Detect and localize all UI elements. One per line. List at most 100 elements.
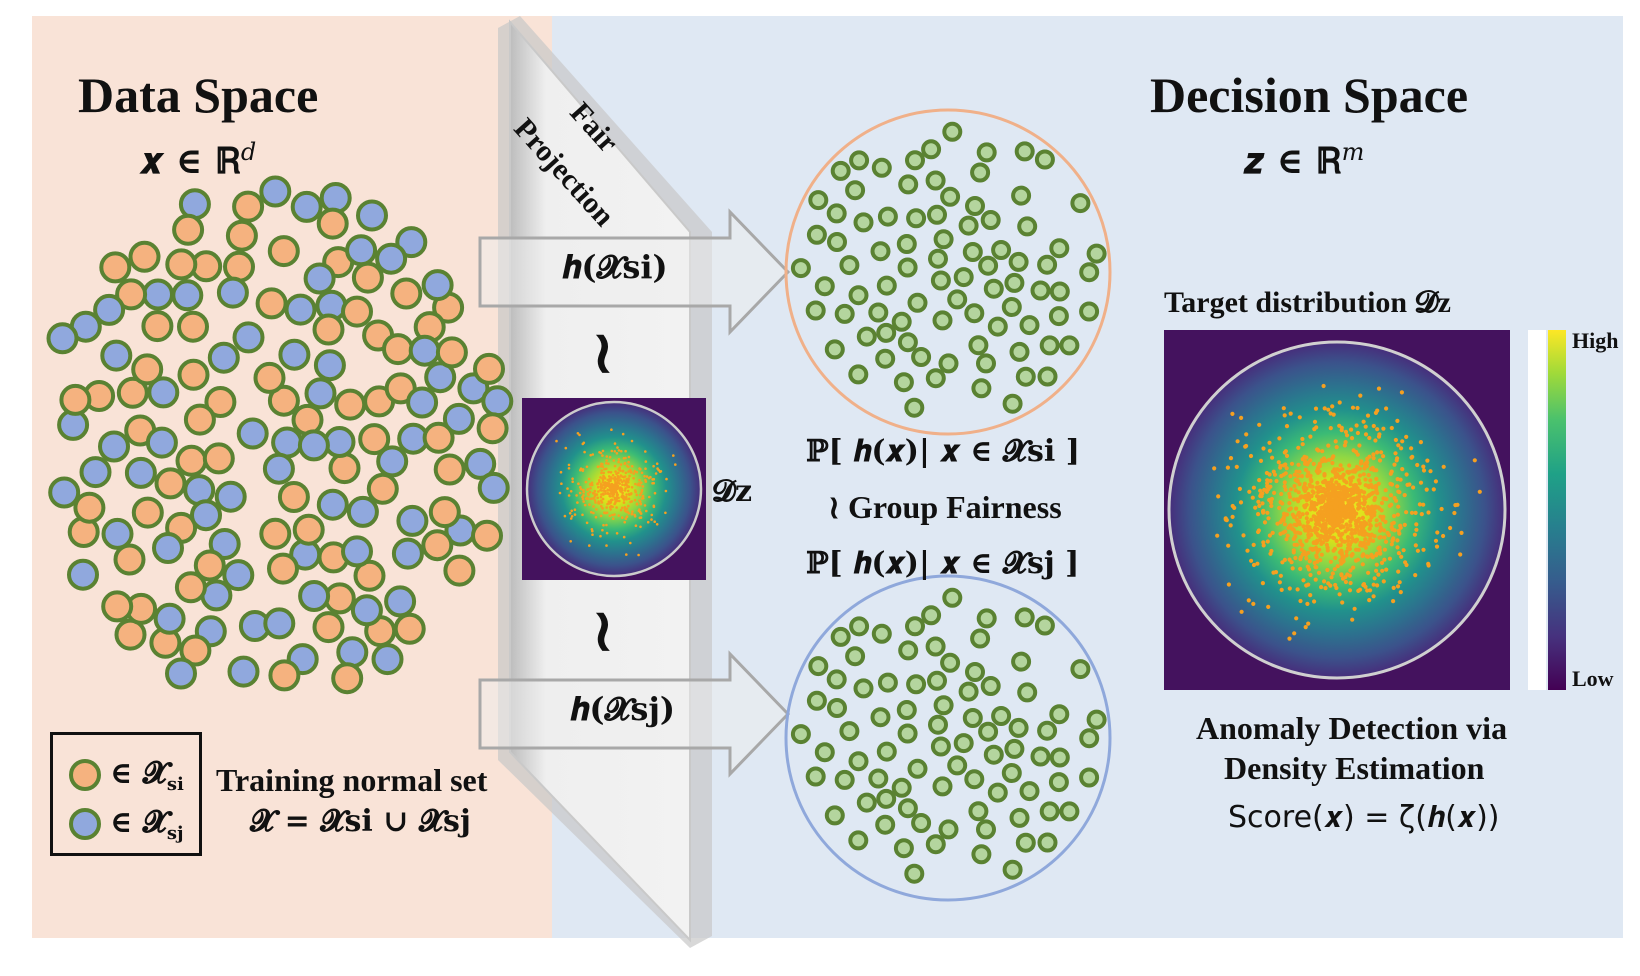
small-target-sample [637, 482, 640, 485]
small-target-sample [610, 483, 614, 486]
small-target-sample [615, 452, 619, 455]
target-sample [1323, 458, 1328, 463]
target-sample [1363, 537, 1368, 542]
target-sample [1414, 527, 1419, 532]
group-i-point [225, 219, 258, 252]
target-sample [1351, 483, 1356, 488]
legend-group-j-text: ∈ 𝓧 [110, 805, 167, 840]
target-sample [1398, 590, 1403, 595]
target-sample [1250, 495, 1255, 500]
small-target-sample [627, 465, 630, 469]
target-sample [1373, 438, 1378, 443]
target-sample [1283, 462, 1288, 467]
target-sample [1418, 480, 1424, 485]
small-target-sample [588, 503, 591, 506]
target-sample [1347, 493, 1352, 498]
group-i-projected-point [976, 353, 996, 374]
group-i-projected-point [893, 372, 914, 393]
target-sample [1390, 537, 1395, 542]
small-target-sample [632, 472, 636, 475]
target-sample [1314, 485, 1320, 490]
small-target-sample [652, 504, 656, 508]
target-sample [1277, 580, 1282, 585]
target-sample [1324, 510, 1329, 515]
target-sample [1357, 443, 1362, 448]
group-i-point [267, 235, 300, 268]
target-sample [1328, 583, 1333, 588]
small-target-sample [564, 446, 568, 450]
target-sample [1304, 516, 1309, 521]
group-j-projected-point [947, 755, 968, 776]
small-target-sample [582, 494, 585, 497]
small-target-sample [589, 483, 592, 487]
group-i-point [393, 612, 426, 645]
group-j-projected-point [1037, 720, 1058, 741]
small-target-sample [560, 482, 563, 486]
target-sample [1272, 490, 1277, 495]
target-sample [1368, 522, 1373, 528]
group-j-projected-point [853, 678, 874, 699]
group-i-projected-point [814, 276, 835, 297]
small-target-sample [621, 470, 625, 473]
target-sample [1330, 455, 1335, 461]
target-sample [1328, 559, 1333, 564]
target-sample [1333, 555, 1338, 561]
target-sample [1298, 539, 1303, 544]
small-target-sample [672, 454, 675, 457]
target-sample [1367, 518, 1372, 524]
small-target-sample [624, 481, 628, 485]
group-j-projected-point [1079, 767, 1100, 788]
target-sample [1350, 469, 1355, 474]
target-sample [1325, 515, 1330, 520]
group-i-projected-point [1037, 366, 1058, 387]
target-sample [1306, 550, 1311, 555]
target-sample [1256, 529, 1261, 535]
target-sample [1319, 499, 1324, 505]
target-sample [1306, 470, 1311, 475]
group-j-point [100, 339, 133, 372]
target-sample [1296, 462, 1301, 467]
small-target-sample [653, 491, 657, 495]
group-i-projected-point [868, 302, 889, 323]
target-sample [1278, 573, 1283, 578]
group-j-projected-point [845, 646, 866, 667]
target-sample [1308, 434, 1313, 439]
target-sample [1331, 510, 1336, 515]
target-sample [1278, 465, 1283, 470]
target-sample [1261, 543, 1266, 548]
target-sample [1243, 444, 1248, 449]
target-sample [1340, 600, 1345, 605]
target-sample [1365, 554, 1371, 559]
group-i-point [353, 559, 386, 592]
group-j-point [290, 190, 323, 223]
decision-space-title: Decision Space [1150, 67, 1469, 123]
small-target-sample [595, 493, 599, 496]
small-target-sample [612, 477, 615, 480]
small-target-sample [608, 455, 612, 459]
target-sample [1287, 491, 1292, 496]
target-sample [1325, 567, 1330, 573]
target-sample [1376, 572, 1381, 577]
target-sample [1282, 557, 1287, 563]
small-target-sample [629, 541, 632, 545]
group-j-projected-point [1004, 738, 1025, 759]
target-sample [1257, 503, 1262, 508]
small-target-sample [614, 470, 617, 473]
target-sample [1345, 572, 1350, 577]
small-target-sample [599, 476, 602, 479]
target-sample [1350, 617, 1355, 622]
target-sample [1332, 567, 1337, 572]
target-sample [1366, 570, 1371, 575]
target-sample [1323, 535, 1328, 541]
small-target-sample [638, 499, 641, 502]
target-distribution-symbol: 𝓓z [712, 474, 753, 509]
target-sample [1316, 448, 1321, 453]
target-sample [1372, 468, 1377, 473]
small-target-sample [600, 462, 603, 466]
small-target-sample [600, 471, 603, 475]
small-target-sample [598, 502, 601, 505]
small-target-sample [645, 475, 649, 478]
target-sample [1415, 462, 1420, 468]
group-j-projected-point [856, 792, 877, 813]
group-i-point [428, 496, 461, 529]
